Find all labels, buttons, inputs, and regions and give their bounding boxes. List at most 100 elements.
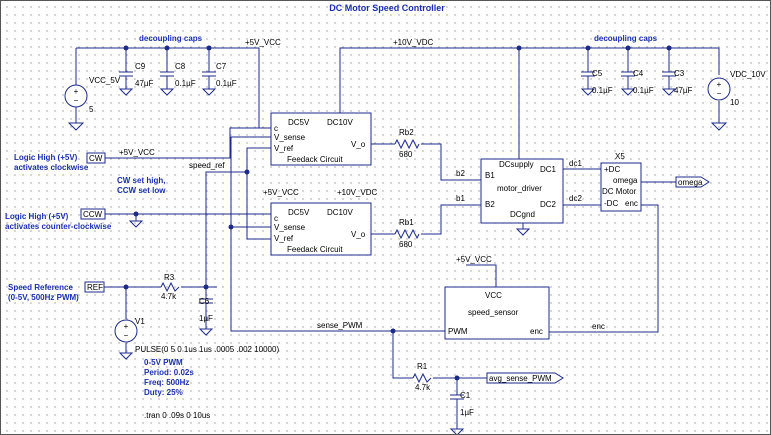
port-ref-flag[interactable] [84,281,105,293]
driver-name: motor_driver [497,184,542,193]
driver-pin-b2: B2 [485,200,495,209]
driver-pin-dc2: DC2 [540,200,557,209]
note-ccw-line2: activates counter-clockwise [5,222,112,231]
driver-pin-dc1: DC1 [540,165,557,174]
port-avg-sense-pwm-flag[interactable] [486,372,564,384]
svg-text:+: + [74,87,79,96]
c7-value: 0.1µF [216,79,237,88]
vdc10-source-value: 10 [730,98,739,107]
r1-name: R1 [417,362,428,371]
feedback-circuit-1-box[interactable] [270,112,372,166]
note-cw-line2: activates clockwise [14,163,89,172]
motor-ref: X5 [615,152,625,161]
port-ccw-label: CCW [83,210,103,219]
fb1-pin-v-o: V_o [351,140,366,149]
net-label-vdc10: +10V_VDC [393,38,433,47]
sensor-pin-vcc: VCC [485,291,502,300]
r3-name: R3 [164,273,175,282]
v1-source-name: V1 [135,317,145,326]
motor-name: DC Motor [602,187,637,196]
net-label-sense-pwm: sense_PWM [317,321,363,330]
note-decoupling-left: decoupling caps [139,34,203,43]
port-ref-label: REF [87,283,103,292]
c1-value: 1µF [460,408,474,417]
v1-source-value: PULSE(0 5 0 1us 1us .0005 .002 10000) [135,345,279,354]
voltage-source-vcc5: + − [64,84,88,108]
c1-name: C1 [460,391,471,400]
net-label-b1: b1 [456,194,465,203]
c3-value: 47µF [674,86,693,95]
note-ref-line1: Speed Reference [8,283,73,292]
voltage-source-v1: + − [114,319,138,343]
rb1-value: 680 [399,240,413,249]
c7-name: C7 [216,62,227,71]
note-ref-line2: (0-5V, 500Hz PWM) [8,293,79,302]
sensor-vcc-label: +5V_VCC [456,255,492,264]
fb2-pin-dc10v: DC10V [327,208,353,217]
net-label-vcc5: +5V_VCC [245,38,281,47]
motor-driver-box[interactable] [480,158,564,224]
c5-value: 0.1µF [592,86,613,95]
junctions [123,45,672,381]
fb1-pin-dc5v: DC5V [288,118,310,127]
net-label-enc: enc [592,322,605,331]
c6-name: C6 [199,297,210,306]
fb2-vcc5-label: +5V_VCC [263,188,299,197]
note-ccw-line1: Logic High (+5V) [5,212,69,221]
speed-sensor-box[interactable] [444,286,550,340]
rb2-name: Rb2 [399,128,414,137]
sensor-name: speed_sensor [468,308,519,317]
dc-motor-box[interactable] [600,162,642,212]
motor-pin-enc: enc [625,199,638,208]
net-label-speed-ref: speed_ref [189,161,225,170]
svg-text:−: − [74,96,79,105]
spice-tran-directive: .tran 0 .09s 0 10us [144,411,210,420]
fb1-pin-dc10v: DC10V [327,118,353,127]
fb1-pin-c: c [274,124,278,133]
c6-value: 1µF [199,314,213,323]
motor-pin-ndc: -DC [604,199,618,208]
ground-symbols [67,88,728,434]
c8-name: C8 [175,62,186,71]
vdc10-source-name: VDC_10V [730,70,766,79]
driver-pin-dcgnd: DCgnd [510,210,535,219]
driver-pin-b1: B1 [485,171,495,180]
fb1-pin-v-ref: V_ref [274,144,294,153]
c5-name: C5 [592,69,603,78]
port-omega-flag[interactable] [675,176,710,188]
fb2-pin-dc5v: DC5V [288,208,310,217]
capacitors [119,66,676,400]
port-cw-label: CW [89,154,103,163]
schematic-title: DC Motor Speed Controller [329,3,445,13]
note-cw-line1: Logic High (+5V) [14,153,78,162]
net-label-dc1: dc1 [569,159,582,168]
note-dir-line1: CW set high, [117,176,165,185]
port-avg-sense-pwm-label: avg_sense_PWM [489,374,552,383]
c4-name: C4 [633,69,644,78]
port-cw-flag[interactable] [86,152,106,164]
c4-value: 0.1µF [633,86,654,95]
sensor-pin-enc: enc [530,327,543,336]
wire-vcc5-rail [76,47,271,129]
fb1-name: Feedack Circuit [287,155,343,164]
port-omega-label: omega [678,178,703,187]
c9-name: C9 [135,62,146,71]
c9-value: 47µF [135,79,154,88]
net-label-dc2: dc2 [569,194,582,203]
fb2-pin-v-sense: V_sense [274,223,306,232]
net-label-b2: b2 [456,169,465,178]
note-decoupling-right: decoupling caps [594,34,658,43]
note-pwm-title: 0-5V PWM [144,358,183,367]
note-pwm-freq: Freq: 500Hz [144,378,189,387]
r3-value: 4.7k [161,292,177,301]
rb1-name: Rb1 [399,218,414,227]
svg-text:+: + [124,322,129,331]
wire-vdc10-rail [339,47,720,119]
driver-pin-dcsupply: DCsupply [499,160,534,169]
feedback-circuit-2-box[interactable] [270,202,372,256]
port-ccw-flag[interactable] [80,208,106,220]
rb2-value: 680 [399,150,413,159]
fb2-pin-c: c [274,214,278,223]
